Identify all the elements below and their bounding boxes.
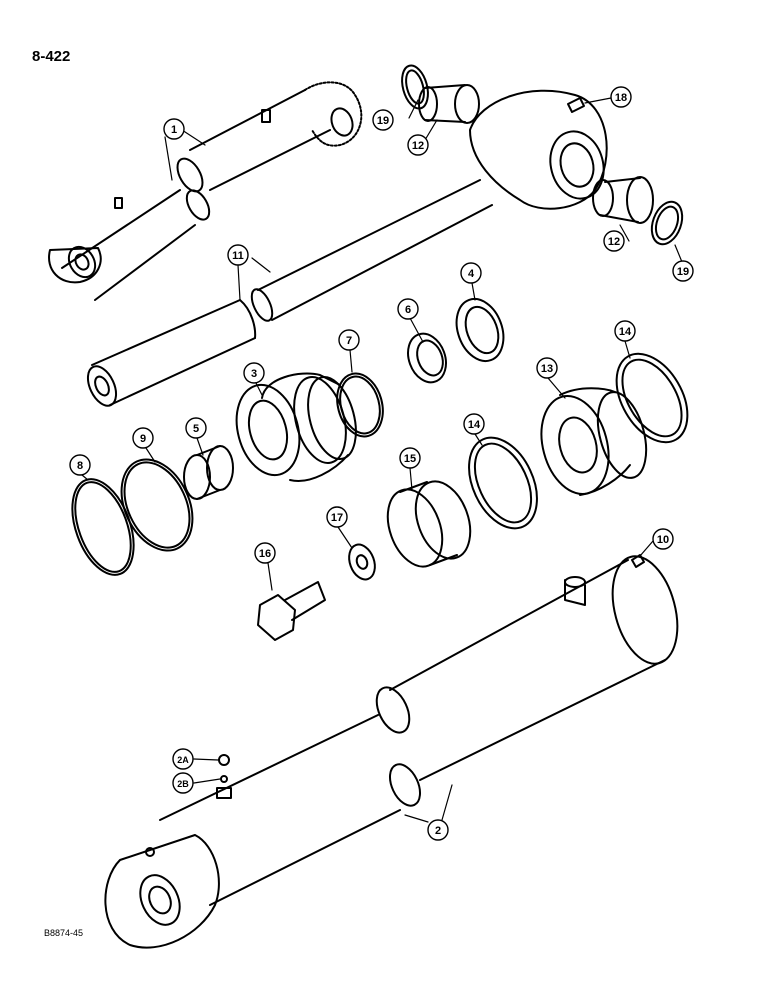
- page-number: 8-422: [32, 48, 71, 65]
- callout-3: 3: [251, 368, 257, 380]
- callout-5: 5: [193, 423, 199, 435]
- callout-16: 16: [259, 548, 271, 560]
- part-6-wear-ring: [407, 332, 447, 384]
- leader-lines: [81, 97, 683, 823]
- callout-1: 1: [171, 124, 177, 136]
- part-2a-fitting: [218, 754, 230, 766]
- part-8-o-ring: [71, 478, 135, 576]
- part-4-wiper-seal: [455, 298, 505, 362]
- callout-18: 18: [615, 92, 627, 104]
- part-3-gland: [235, 372, 357, 482]
- part-1-small-cylinder: [48, 81, 363, 301]
- callout-2: 2: [435, 825, 441, 837]
- callout-11: 11: [232, 250, 244, 262]
- part-5-bushing: [183, 445, 234, 500]
- part-18-grease-fitting: [567, 97, 585, 113]
- part-16-bolt: [257, 581, 326, 641]
- callout-15: 15: [404, 453, 416, 465]
- callout-4: 4: [468, 268, 475, 280]
- callout-2b: 2B: [177, 779, 189, 789]
- part-14-seal-left: [468, 436, 538, 530]
- callout-12-lower: 12: [608, 236, 620, 248]
- callout-7: 7: [346, 335, 352, 347]
- part-14-seal-right: [615, 352, 689, 444]
- callout-14-left: 14: [468, 419, 481, 431]
- callout-2a: 2A: [177, 755, 189, 765]
- callout-14-right: 14: [619, 326, 632, 338]
- callout-10: 10: [657, 534, 669, 546]
- callout-19-lower: 19: [677, 266, 689, 278]
- part-12-bushing-lower: [592, 176, 654, 224]
- callout-circles: [69, 86, 694, 841]
- part-13-piston: [540, 387, 648, 496]
- callout-19-upper: 19: [377, 115, 389, 127]
- part-19-ring-lower: [650, 200, 684, 246]
- part-2b-fitting: [220, 775, 228, 783]
- callout-6: 6: [405, 304, 411, 316]
- part-11-piston-rod: [86, 89, 608, 407]
- callout-8: 8: [77, 460, 83, 472]
- part-17-washer: [348, 543, 376, 581]
- callout-12-upper: 12: [412, 140, 424, 152]
- part-2-barrel: [104, 555, 679, 949]
- figure-code: B8874-45: [44, 928, 84, 938]
- part-15-wear-ring: [386, 480, 472, 568]
- callout-13: 13: [541, 363, 553, 375]
- callout-17: 17: [331, 512, 343, 524]
- part-19-ring-upper: [401, 64, 429, 110]
- callout-9: 9: [140, 433, 146, 445]
